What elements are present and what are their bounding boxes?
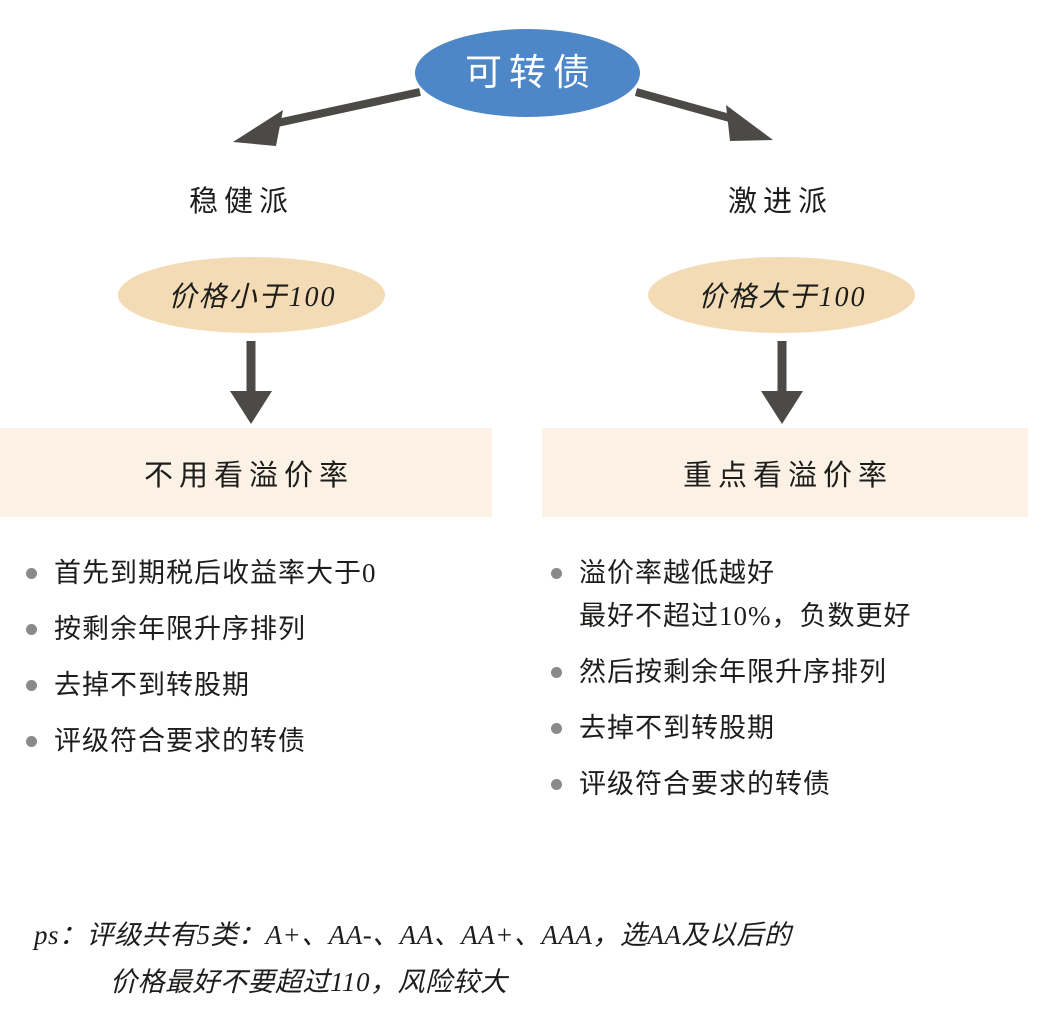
list-item-text: 首先到期税后收益率大于0 (54, 558, 377, 588)
list-item-subtext: 最好不超过10%，负数更好 (579, 601, 912, 631)
ps-note-line-2: 价格最好不要超过110，风险较大 (110, 967, 508, 997)
branch-label-right: 激进派 (728, 186, 834, 218)
bullet-list-left: 首先到期税后收益率大于0 按剩余年限升序排列 去掉不到转股期 评级符合要求的转债 (26, 552, 526, 776)
bullet-dot-icon (551, 667, 562, 678)
result-box-left: 不用看溢价率 (0, 428, 492, 517)
list-item-text: 然后按剩余年限升序排列 (579, 657, 887, 687)
result-label-right: 重点看溢价率 (682, 459, 893, 492)
list-item: 首先到期税后收益率大于0 (26, 552, 526, 595)
arrow-root-to-left (233, 88, 421, 146)
list-item-text: 按剩余年限升序排列 (54, 614, 306, 644)
condition-node-right: 价格大于100 (648, 257, 915, 333)
bullet-dot-icon (26, 568, 37, 579)
list-item: 溢价率越低越好 最好不超过10%，负数更好 (551, 552, 1051, 638)
bullet-dot-icon (26, 736, 37, 747)
list-item: 然后按剩余年限升序排列 (551, 651, 1051, 694)
bullet-list-right: 溢价率越低越好 最好不超过10%，负数更好 然后按剩余年限升序排列 去掉不到转股… (551, 552, 1051, 819)
list-item: 按剩余年限升序排列 (26, 608, 526, 651)
list-item: 去掉不到转股期 (551, 707, 1051, 750)
bullet-dot-icon (551, 723, 562, 734)
list-item-text: 评级符合要求的转债 (54, 726, 306, 756)
bullet-dot-icon (551, 779, 562, 790)
root-node-label: 可转债 (465, 52, 597, 94)
list-item: 去掉不到转股期 (26, 664, 526, 707)
list-item-text: 溢价率越低越好 (579, 558, 775, 588)
ps-note-line-1: ps：评级共有5类：A+、AA-、AA、AA+、AAA，选AA及以后的 (34, 920, 792, 950)
bullet-dot-icon (26, 624, 37, 635)
list-item-text: 去掉不到转股期 (54, 670, 250, 700)
list-item: 评级符合要求的转债 (551, 763, 1051, 806)
result-box-right: 重点看溢价率 (542, 428, 1028, 517)
bullet-dot-icon (551, 568, 562, 579)
arrow-right-condition-to-result (761, 341, 803, 424)
root-node: 可转债 (415, 29, 640, 117)
condition-label-left: 价格小于100 (168, 282, 337, 313)
arrow-root-to-right (634, 88, 773, 141)
bullet-dot-icon (26, 680, 37, 691)
branch-label-left: 稳健派 (189, 186, 295, 218)
condition-node-left: 价格小于100 (118, 257, 385, 333)
list-item-text: 去掉不到转股期 (579, 713, 775, 743)
result-label-left: 不用看溢价率 (143, 459, 354, 492)
arrow-left-condition-to-result (230, 341, 272, 424)
ps-note: ps：评级共有5类：A+、AA-、AA、AA+、AAA，选AA及以后的 价格最好… (34, 912, 1034, 1006)
list-item-text: 评级符合要求的转债 (579, 769, 831, 799)
list-item: 评级符合要求的转债 (26, 720, 526, 763)
condition-label-right: 价格大于100 (698, 282, 867, 313)
